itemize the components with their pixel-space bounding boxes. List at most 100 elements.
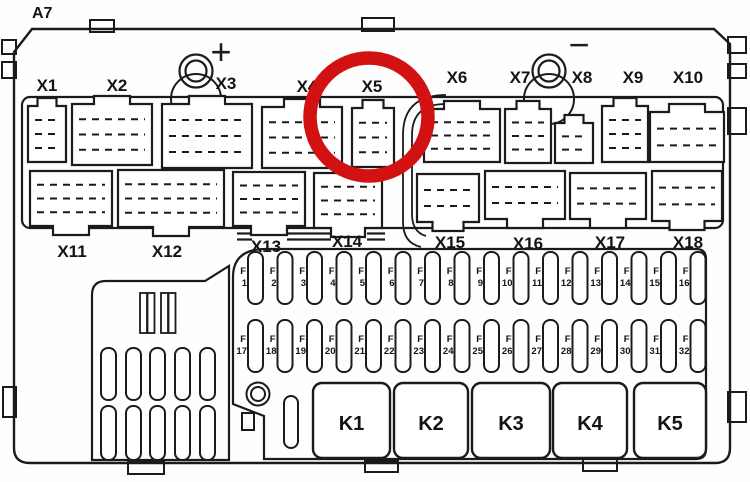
relay-label-k3: K3 — [498, 413, 524, 435]
fuse-label-number: 10 — [502, 278, 513, 289]
connector-x2: X2 — [70, 76, 154, 167]
fuse-label-prefix: F — [329, 334, 335, 345]
fuse-label-prefix: F — [417, 334, 423, 345]
connector-x13: X13 — [231, 170, 307, 256]
fuse-label-number: 31 — [649, 346, 660, 357]
fuse-slot — [365, 319, 382, 373]
relay-label-k5: K5 — [657, 413, 683, 435]
connector-x16: X16 — [483, 169, 567, 253]
fuse-label-prefix: F — [329, 266, 335, 277]
negative-terminal-symbol: − — [568, 24, 589, 65]
fuse-label-prefix: F — [594, 334, 600, 345]
relay-body — [392, 381, 470, 460]
connector-x10: X10 — [648, 68, 726, 164]
fuse-slot — [394, 319, 412, 373]
connector-x3: X3 — [160, 74, 254, 170]
connector-x18: X18 — [650, 169, 724, 252]
fuse-label-prefix: F — [358, 266, 364, 277]
connector-label-x13: X13 — [251, 237, 281, 256]
connector-x7: X7 — [503, 68, 553, 165]
side-slot — [100, 405, 117, 461]
relay-label-k4: K4 — [577, 413, 603, 435]
positive-bolt-icon — [178, 53, 214, 89]
fuse-label-number: 16 — [679, 278, 690, 289]
fuse-slot — [306, 319, 323, 373]
right-tab — [727, 391, 747, 423]
fuse-f12: F12 — [561, 251, 589, 305]
connector-x5: X5 — [350, 77, 396, 169]
fuse-label-number: 25 — [472, 346, 483, 357]
fuse-f4: F4 — [329, 251, 353, 305]
fuse-slot — [571, 319, 589, 373]
fuse-label-prefix: F — [388, 334, 394, 345]
assembly-label: A7 — [32, 5, 53, 22]
fuse-slot — [689, 319, 707, 373]
fuse-label-prefix: F — [506, 266, 512, 277]
fuse-slot — [424, 251, 441, 305]
connector-x11: X11 — [28, 169, 114, 261]
side-panel-slots — [100, 347, 216, 461]
fuse-slot — [601, 319, 618, 373]
fuse-f10: F10 — [502, 251, 530, 305]
fuse-slot — [276, 251, 294, 305]
connector-label-x14: X14 — [332, 232, 363, 251]
fuse-label-number: 27 — [531, 346, 542, 357]
fuse-f2: F2 — [270, 251, 294, 305]
side-slot — [125, 405, 142, 461]
fuse-slot — [660, 251, 677, 305]
right-tab — [727, 107, 747, 135]
fuse-slot — [512, 251, 530, 305]
negative-bolt-icon — [531, 53, 567, 89]
positive-bolt-icon — [184, 59, 208, 83]
fuse-slot — [483, 251, 500, 305]
fuse-label-prefix: F — [299, 266, 305, 277]
fuse-label-number: 18 — [266, 346, 277, 357]
fuse-f18: F18 — [266, 319, 294, 373]
fuse-label-prefix: F — [447, 334, 453, 345]
connector-label-x7: X7 — [510, 68, 531, 87]
fuse-f24: F24 — [443, 319, 471, 373]
fuse-f20: F20 — [325, 319, 353, 373]
fuse-label-prefix: F — [683, 334, 689, 345]
fuse-f19: F19 — [295, 319, 323, 373]
fuse-label-prefix: F — [565, 334, 571, 345]
fuse-slot — [483, 319, 500, 373]
fuse-f14: F14 — [620, 251, 648, 305]
fuse-label-number: 20 — [325, 346, 336, 357]
fuse-label-prefix: F — [683, 266, 689, 277]
fuse-f7: F7 — [417, 251, 441, 305]
fuse-f26: F26 — [502, 319, 530, 373]
bottom-tab — [582, 458, 618, 472]
fuse-label-number: 1 — [242, 278, 248, 289]
side-slot — [199, 405, 216, 461]
fuse-f5: F5 — [358, 251, 382, 305]
side-slot — [199, 347, 216, 401]
fuse-f16: F16 — [679, 251, 707, 305]
fuse-label-prefix: F — [653, 334, 659, 345]
negative-bolt-icon — [537, 59, 561, 83]
fuse-label-prefix: F — [299, 334, 305, 345]
fuse-slot — [424, 319, 441, 373]
fuse-label-number: 23 — [413, 346, 424, 357]
fuse-label-number: 26 — [502, 346, 513, 357]
fuse-f25: F25 — [472, 319, 500, 373]
highlight-circle-x5 — [303, 51, 435, 183]
fuse-f3: F3 — [299, 251, 323, 305]
connector-x17: X17 — [568, 171, 648, 252]
panel-details — [241, 381, 299, 449]
bottom-tab — [364, 460, 399, 473]
fuse-label-number: 30 — [620, 346, 631, 357]
housing-tabs — [1, 17, 747, 475]
bolt-terminals: + − — [170, 24, 590, 125]
relay-body — [470, 381, 552, 460]
relay-body — [632, 381, 708, 460]
side-slot — [125, 347, 142, 401]
fuse-f32: F32 — [679, 319, 707, 373]
fuse-label-number: 24 — [443, 346, 454, 357]
side-panel-contacts — [139, 292, 177, 334]
fuse-slot — [601, 251, 618, 305]
fuse-slot — [630, 319, 648, 373]
connector-label-x1: X1 — [37, 76, 58, 95]
small-slot — [283, 395, 299, 449]
